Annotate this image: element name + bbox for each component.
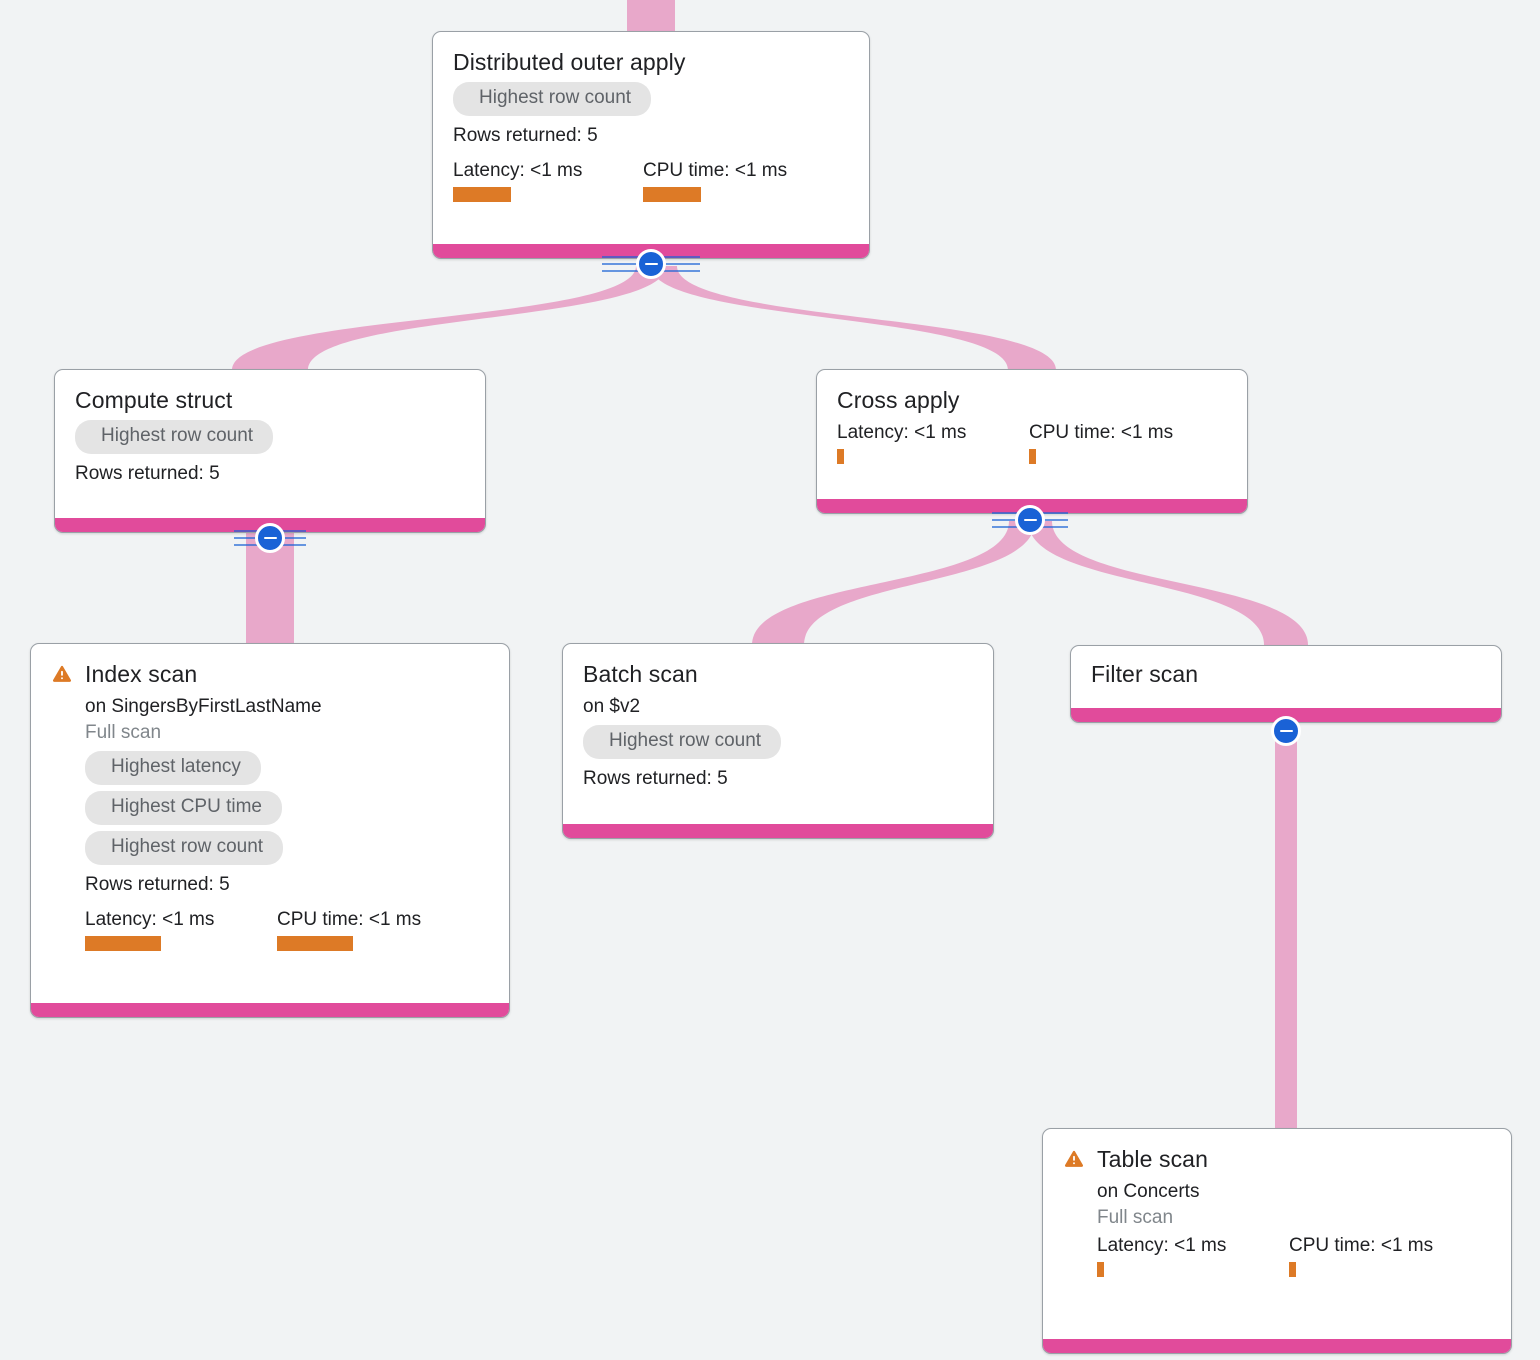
rows-returned: Rows returned: 5 (583, 768, 728, 790)
metric-bar-latency (1097, 1262, 1104, 1278)
node-footer-bar (1071, 708, 1501, 722)
toggle-collapse-cross-apply[interactable] (1015, 505, 1045, 535)
node-filter-scan[interactable]: Filter scan (1070, 645, 1502, 723)
node-metrics: Latency: <1 ms CPU time: <1 ms (453, 160, 849, 203)
metric-label: CPU time: <1 ms (1289, 1235, 1434, 1257)
node-index-scan[interactable]: Index scan on SingersByFirstLastName Ful… (30, 643, 510, 1018)
metric-label: Latency: <1 ms (85, 908, 215, 930)
node-title: Index scan (85, 661, 198, 687)
warning-icon (1064, 1151, 1084, 1168)
metric-bar-cpu-time (1289, 1262, 1296, 1278)
node-body: Index scan on SingersByFirstLastName Ful… (31, 644, 509, 1003)
metric-label: CPU time: <1 ms (1029, 422, 1174, 444)
node-subtitle: on SingersByFirstLastName (85, 696, 322, 718)
plan-edge (651, 266, 1056, 370)
node-title: Table scan (1097, 1146, 1208, 1172)
node-distributed-outer-apply[interactable]: Distributed outer apply Highest row coun… (432, 31, 870, 259)
plan-edge (627, 0, 675, 34)
metric-bar-cpu-time (1029, 449, 1036, 465)
node-badges: Highest row count (453, 82, 849, 117)
node-metrics: Latency: <1 ms CPU time: <1 ms (85, 909, 489, 951)
node-body: Table scan on Concerts Full scan Latency… (1043, 1129, 1511, 1339)
plan-edge (232, 266, 666, 384)
node-body: Filter scan (1071, 646, 1501, 708)
node-title: Filter scan (1091, 661, 1199, 687)
metric-label: Latency: <1 ms (1097, 1235, 1227, 1257)
rows-returned: Rows returned: 5 (75, 463, 220, 485)
badge-highest-row-count: Highest row count (75, 420, 274, 455)
node-body: Compute struct Highest row count Rows re… (55, 370, 485, 518)
toggle-collapse-compute-struct[interactable] (255, 523, 285, 553)
node-title: Cross apply (837, 387, 960, 413)
metric-label: Latency: <1 ms (837, 422, 967, 444)
node-footer-bar (31, 1003, 509, 1017)
metric-bar-latency (837, 449, 844, 465)
toggle-collapse-filter-scan[interactable] (1271, 716, 1301, 746)
rows-returned: Rows returned: 5 (85, 873, 230, 895)
node-body: Cross apply Latency: <1 ms CPU time: <1 … (817, 370, 1247, 499)
metric-bar-cpu-time (643, 187, 701, 203)
node-badges: Highest row count (75, 420, 465, 455)
metric-latency: Latency: <1 ms (453, 160, 643, 203)
badge-highest-latency: Highest latency (85, 751, 261, 786)
badge-highest-cpu-time: Highest CPU time (85, 791, 282, 826)
warning-icon (52, 666, 72, 683)
rows-returned: Rows returned: 5 (453, 125, 598, 147)
node-subtitle: on $v2 (583, 696, 641, 718)
plan-edge (752, 521, 1035, 645)
node-scan-note: Full scan (85, 722, 162, 744)
metric-bar-latency (453, 187, 511, 203)
badge-highest-row-count: Highest row count (85, 831, 284, 865)
node-body: Batch scan on $v2 Highest row count Rows… (563, 644, 993, 824)
metric-cpu-time: CPU time: <1 ms (277, 909, 421, 951)
node-title: Batch scan (583, 661, 698, 687)
metric-cpu-time: CPU time: <1 ms (1289, 1235, 1434, 1278)
node-title-row: Batch scan (583, 661, 973, 687)
toggle-collapse-distributed-outer-apply[interactable] (636, 249, 666, 279)
node-badges: Highest latency Highest CPU time Highest… (85, 751, 489, 865)
node-metrics: Latency: <1 ms CPU time: <1 ms (837, 422, 1227, 465)
metric-latency: Latency: <1 ms (85, 909, 277, 951)
node-scan-note: Full scan (1097, 1207, 1174, 1229)
plan-edge (1028, 521, 1308, 645)
node-title: Compute struct (75, 387, 233, 413)
node-metrics: Latency: <1 ms CPU time: <1 ms (1097, 1235, 1491, 1278)
badge-highest-row-count: Highest row count (583, 725, 782, 760)
metric-label: CPU time: <1 ms (277, 908, 422, 930)
node-title-row: Index scan (51, 661, 489, 687)
node-title-row: Cross apply (837, 387, 1227, 413)
node-table-scan[interactable]: Table scan on Concerts Full scan Latency… (1042, 1128, 1512, 1354)
plan-edge (1275, 723, 1297, 1133)
node-title: Distributed outer apply (453, 49, 686, 75)
metric-bar-cpu-time (277, 935, 353, 951)
badge-highest-row-count: Highest row count (453, 82, 652, 117)
node-title-row: Filter scan (1091, 661, 1481, 687)
metric-cpu-time: CPU time: <1 ms (1029, 422, 1174, 465)
node-body: Distributed outer apply Highest row coun… (433, 32, 869, 244)
node-compute-struct[interactable]: Compute struct Highest row count Rows re… (54, 369, 486, 533)
metric-label: CPU time: <1 ms (643, 160, 788, 182)
node-batch-scan[interactable]: Batch scan on $v2 Highest row count Rows… (562, 643, 994, 839)
node-footer-bar (563, 824, 993, 838)
metric-cpu-time: CPU time: <1 ms (643, 160, 788, 203)
node-cross-apply[interactable]: Cross apply Latency: <1 ms CPU time: <1 … (816, 369, 1248, 514)
node-title-row: Table scan (1063, 1146, 1491, 1172)
node-title-row: Distributed outer apply (453, 49, 849, 75)
node-footer-bar (1043, 1339, 1511, 1353)
metric-bar-latency (85, 935, 161, 951)
node-subtitle: on Concerts (1097, 1181, 1200, 1203)
metric-label: Latency: <1 ms (453, 160, 583, 182)
node-title-row: Compute struct (75, 387, 465, 413)
metric-latency: Latency: <1 ms (1097, 1235, 1289, 1278)
metric-latency: Latency: <1 ms (837, 422, 1029, 465)
node-badges: Highest row count (583, 725, 973, 760)
